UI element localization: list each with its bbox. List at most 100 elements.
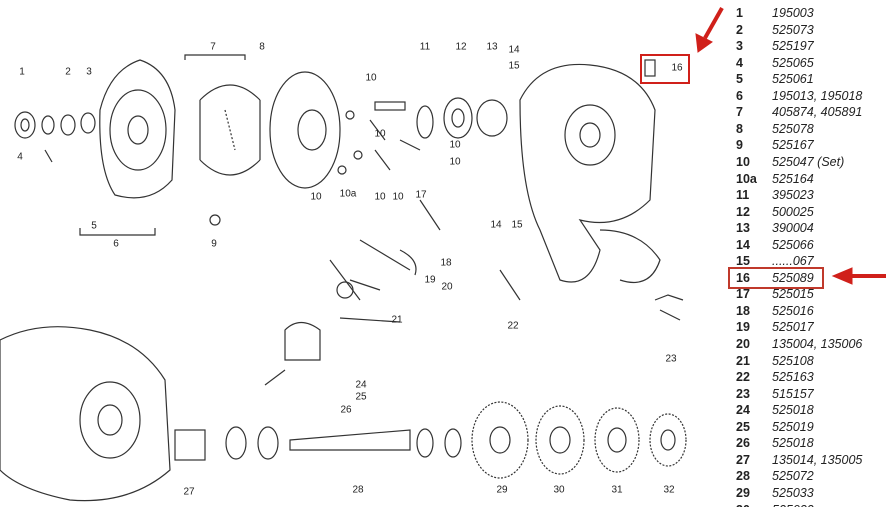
- part-circlip: [257, 426, 279, 460]
- part-number: 20: [736, 337, 750, 351]
- part-side-cover: [99, 59, 176, 199]
- part-number: 16: [736, 270, 750, 285]
- part-pin-22: [499, 269, 521, 301]
- part-27: [174, 429, 206, 461]
- callout-label: 19: [424, 274, 436, 286]
- part-number: 4: [736, 55, 743, 70]
- part-number: 29: [736, 485, 750, 500]
- callout-label: 10: [310, 191, 322, 203]
- callout-label: 3: [86, 66, 92, 78]
- part-number: 23: [736, 386, 750, 401]
- callout-label: 16: [671, 62, 683, 74]
- part-number: 11: [736, 188, 750, 203]
- part-screw-4: [44, 149, 53, 163]
- callout-label: 18: [440, 257, 452, 269]
- part-code: 525018: [772, 436, 814, 451]
- callout-label: 23: [665, 353, 677, 365]
- part-number: 26: [736, 436, 750, 451]
- callout-label: 10: [365, 72, 377, 84]
- part-brake-shoes: [199, 84, 261, 176]
- part-shaft-28: [289, 429, 411, 451]
- callout-label: 22: [507, 320, 519, 332]
- part-code: 395023: [772, 188, 814, 203]
- callout-label: 10a: [339, 188, 357, 200]
- part-code: 500025: [772, 204, 814, 219]
- part-code: 135004, 135006: [772, 337, 863, 351]
- part-gear-32: [649, 413, 687, 467]
- part-number: 12: [736, 204, 750, 219]
- part-number: 9: [736, 138, 743, 153]
- part-code: 525072: [772, 469, 814, 484]
- part-code: 525017: [772, 320, 814, 335]
- part-number: 10a: [736, 171, 757, 186]
- part-code: 525015: [772, 287, 814, 302]
- bracket-7: [184, 54, 246, 60]
- part-number: 3: [736, 39, 743, 54]
- callout-label: 2: [65, 66, 71, 78]
- callout-label: 20: [441, 281, 453, 293]
- part-number: 13: [736, 221, 750, 236]
- callout-label: 28: [352, 484, 364, 496]
- part-number: 25: [736, 419, 750, 434]
- part-number: 24: [736, 403, 750, 418]
- part-gear-29: [471, 401, 529, 479]
- part-number: 19: [736, 320, 750, 335]
- part-crankcase-half: [519, 63, 661, 284]
- part-code: 525089: [772, 270, 814, 285]
- part-gasket-13: [476, 99, 508, 137]
- part-plug-16: [644, 59, 656, 77]
- callout-label: 1: [19, 66, 25, 78]
- callout-label: 11: [419, 41, 431, 53]
- part-number: 17: [736, 287, 750, 302]
- part-code: 135014, 135005: [772, 452, 863, 467]
- part-code: 525073: [772, 22, 814, 37]
- callout-label: 32: [663, 484, 675, 496]
- part-brake-backplate: [269, 71, 341, 189]
- callout-label: 26: [340, 404, 352, 416]
- part-code: 195013, 195018: [772, 88, 863, 103]
- bracket-23: [654, 294, 684, 301]
- part-code: 525163: [772, 370, 814, 385]
- part-code: 525066: [772, 237, 814, 252]
- part-bearing-12: [443, 97, 473, 139]
- part-number: 5: [736, 72, 743, 87]
- part-code: 195003: [772, 6, 814, 20]
- callout-label: 17: [415, 189, 427, 201]
- part-brake-linkage: [337, 101, 421, 175]
- callout-label: 30: [553, 484, 565, 496]
- part-code: 515157: [772, 386, 814, 401]
- part-code: ......067: [772, 254, 814, 269]
- callout-label: 12: [455, 41, 467, 53]
- callout-label: 10: [374, 128, 386, 140]
- part-code: 525065: [772, 55, 814, 70]
- part-number: 6: [736, 88, 743, 103]
- part-number: 1: [736, 6, 743, 20]
- part-code: 525164: [772, 171, 814, 186]
- bracket-6: [79, 228, 156, 236]
- part-code: 405874, 405891: [772, 105, 863, 120]
- part-code: 390004: [772, 221, 814, 236]
- callout-label: 10: [449, 156, 461, 168]
- red-arrow-icon: [831, 267, 886, 285]
- part-code: 525019: [772, 419, 814, 434]
- part-number: 2: [736, 22, 743, 37]
- part-23: [659, 309, 681, 321]
- callout-label: 9: [211, 238, 217, 250]
- part-crankcase-left: [0, 326, 171, 502]
- part-number: 14: [736, 237, 750, 252]
- part-number: 28: [736, 469, 750, 484]
- part-code: 525032: [772, 502, 814, 507]
- callout-label: 27: [183, 486, 195, 498]
- part-screw: [264, 369, 286, 386]
- part-code: 525167: [772, 138, 814, 153]
- callout-label: 10: [374, 191, 386, 203]
- highlight-box-row-16: [728, 267, 824, 289]
- callout-label: 31: [611, 484, 623, 496]
- callout-label: 15: [511, 219, 523, 231]
- part-cover-plate: [284, 321, 321, 361]
- callout-label: 10: [449, 139, 461, 151]
- callout-label: 24: [355, 379, 367, 391]
- part-number: 10: [736, 154, 750, 169]
- part-number: 30: [736, 502, 766, 507]
